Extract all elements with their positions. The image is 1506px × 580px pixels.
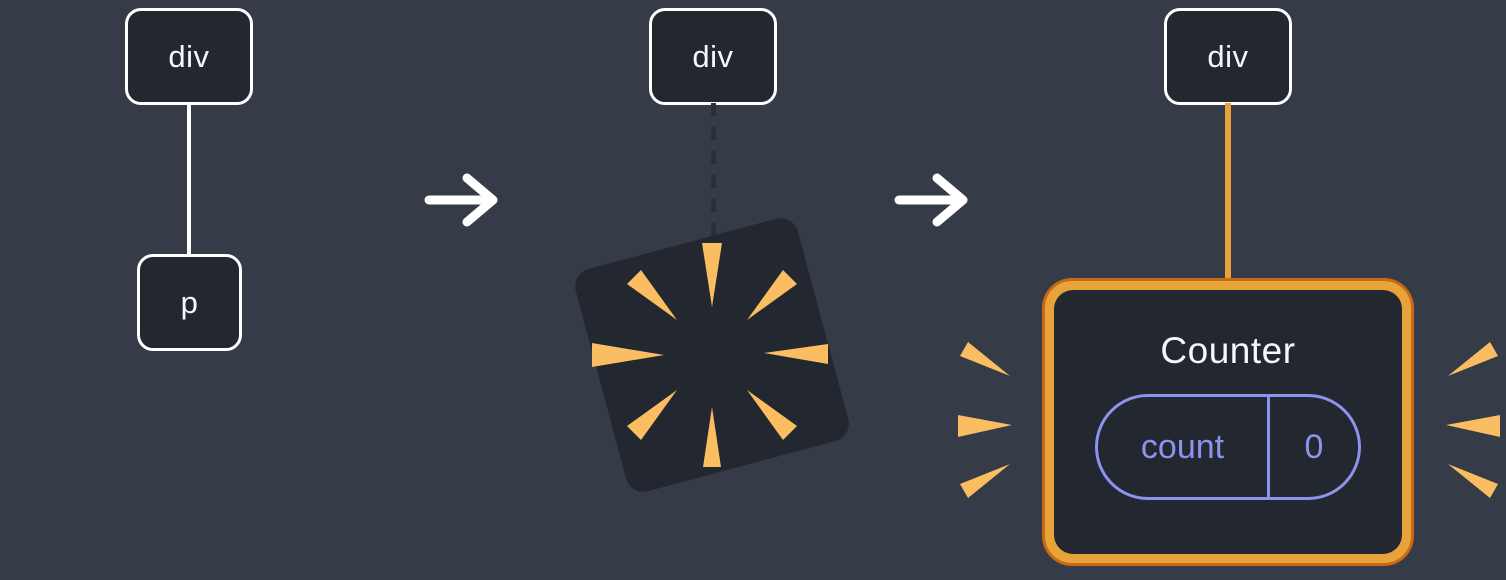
arrow-right-icon	[894, 173, 968, 227]
state-value-label: 0	[1304, 427, 1324, 466]
component-edge	[1225, 103, 1231, 283]
detached-edge	[711, 103, 716, 241]
component-title: Counter	[1160, 330, 1296, 371]
state-key-label: count	[1140, 427, 1225, 466]
emphasis-sparks-icon	[958, 342, 1012, 498]
dom-node-p: p	[137, 254, 242, 351]
node-label: div	[692, 38, 734, 74]
emphasis-sparks-icon	[1446, 342, 1500, 498]
state-pill: count 0	[1095, 394, 1361, 500]
dom-node-div-before: div	[125, 8, 253, 105]
tree-edge	[187, 103, 191, 256]
state-pill-divider	[1267, 397, 1270, 497]
counter-component-body: Counter count 0	[1054, 290, 1402, 554]
node-label: div	[1207, 38, 1249, 74]
node-label: p	[180, 284, 199, 320]
burst-poof-icon	[575, 218, 849, 492]
dom-node-div-transition: div	[649, 8, 777, 105]
node-label: div	[168, 38, 210, 74]
arrow-right-icon	[424, 173, 498, 227]
counter-component-card: Counter count 0	[1042, 278, 1414, 566]
dom-node-div-after: div	[1164, 8, 1292, 105]
